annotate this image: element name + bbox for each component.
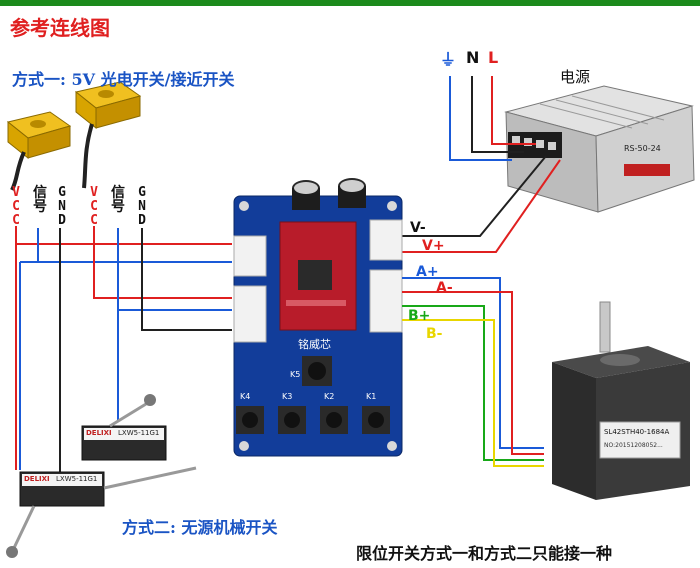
- page-title: 参考连线图: [10, 16, 110, 40]
- power-supply-model: RS-50-24: [624, 144, 661, 153]
- power-supply: [504, 85, 695, 213]
- proximity-sensor-left: [6, 111, 72, 191]
- key-k4-label: K4: [240, 392, 251, 401]
- board-brand-label: 铭威芯: [298, 338, 331, 351]
- motor-b-minus-label: B-: [426, 326, 443, 342]
- sensor1-signal-label: 信号: [33, 185, 47, 215]
- key-k3-label: K3: [282, 392, 293, 401]
- neutral-terminal-label: N: [466, 48, 480, 67]
- motor-b-plus-label: B+: [408, 308, 431, 324]
- controller-board: [233, 178, 403, 457]
- upper-switch-model: LXW5-11G1: [118, 429, 160, 437]
- limit-switch-note: 限位开关方式一和方式二只能接一种: [356, 544, 613, 563]
- mains-wires: [449, 76, 536, 161]
- motor-model-label: SL42STH40-1684A: [604, 428, 670, 436]
- motor-a-plus-label: A+: [416, 264, 439, 280]
- motor-a-minus-label: A-: [436, 280, 453, 296]
- key-k5-label: K5: [290, 370, 301, 379]
- proximity-sensor-right: [74, 81, 142, 189]
- motor-serial-label: NO:20151208052...: [604, 442, 663, 449]
- mode-one-label: 方式一: 5V 光电开关/接近开关: [12, 70, 235, 89]
- lower-switch-model: LXW5-11G1: [56, 475, 98, 483]
- mechanical-switch-lower: [6, 466, 197, 558]
- sensor2-signal-label: 信号: [111, 185, 125, 215]
- board-v-plus-label: V+: [422, 238, 445, 254]
- power-wires: [402, 155, 561, 253]
- board-v-minus-label: V-: [410, 220, 426, 236]
- key-k2-label: K2: [324, 392, 335, 401]
- key-k1-label: K1: [366, 392, 377, 401]
- power-supply-label: 电源: [560, 68, 591, 86]
- lower-switch-brand: DELIXI: [24, 475, 50, 483]
- mechanical-switch-upper: [81, 394, 167, 461]
- motor-wires: [402, 277, 544, 467]
- stepper-motor: [552, 301, 690, 500]
- sensor-wires: [15, 226, 232, 481]
- upper-switch-brand: DELIXI: [86, 429, 112, 437]
- live-terminal-label: L: [488, 48, 499, 67]
- earth-terminal-label: ⏚: [440, 50, 457, 69]
- mode-two-label: 方式二: 无源机械开关: [122, 518, 278, 537]
